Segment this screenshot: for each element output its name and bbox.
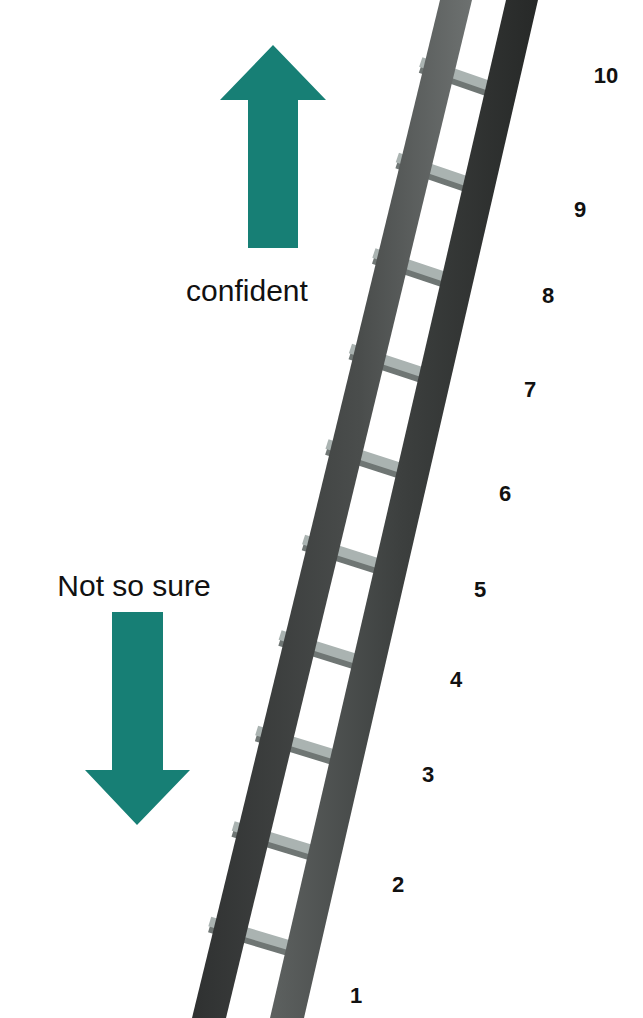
scale-label: confident: [186, 274, 308, 307]
rung-number: 6: [499, 482, 511, 506]
up-arrow: [220, 45, 326, 248]
rung-number: 10: [594, 64, 618, 88]
rung-number: 9: [574, 198, 586, 222]
ladder-rail: [270, 0, 538, 1018]
rung-number: 7: [524, 378, 536, 402]
rung-number: 8: [542, 284, 554, 308]
rung-number: 1: [350, 984, 362, 1008]
rung-number: 2: [392, 873, 404, 897]
rung-number: 5: [474, 578, 486, 602]
rung-number: 4: [450, 668, 462, 692]
rung-number: 3: [422, 763, 434, 787]
scale-label: Not so sure: [57, 569, 210, 602]
down-arrow: [85, 612, 190, 825]
